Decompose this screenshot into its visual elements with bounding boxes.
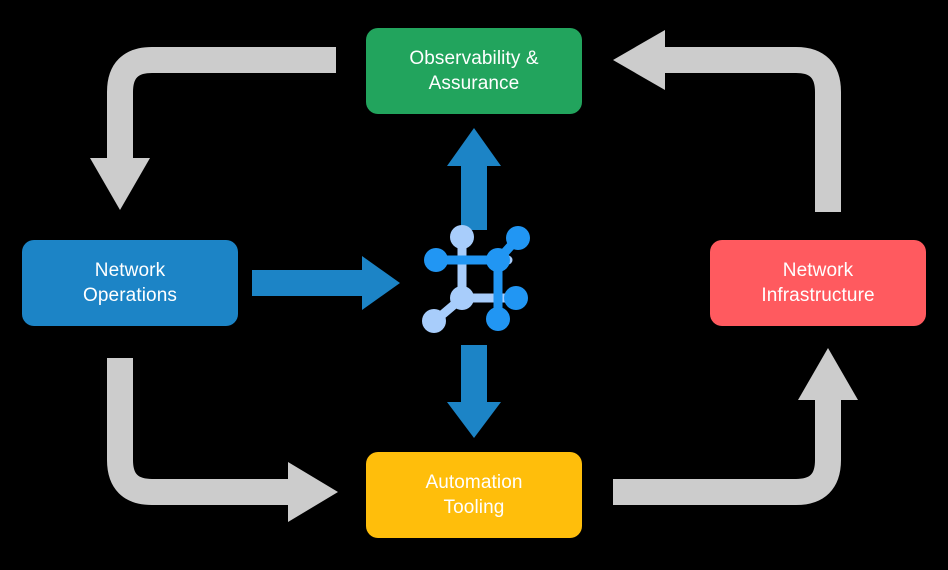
node-network-operations[interactable]: Network Operations <box>22 240 238 326</box>
node-network-infrastructure[interactable]: Network Infrastructure <box>710 240 926 326</box>
connector-center-to-automation <box>447 345 501 438</box>
connector-automation-to-infrastructure <box>613 348 858 505</box>
topology-nodes-dark <box>424 226 530 331</box>
node-observability-assurance[interactable]: Observability & Assurance <box>366 28 582 114</box>
node-automation-tooling[interactable]: Automation Tooling <box>366 452 582 538</box>
connector-infrastructure-to-observability <box>613 30 841 212</box>
connector-observability-to-ops <box>90 47 336 210</box>
connector-ops-to-automation <box>107 358 338 522</box>
connector-ops-to-center <box>252 256 400 310</box>
network-topology-icon <box>422 225 530 333</box>
connector-center-to-observability <box>447 128 501 230</box>
topology-nodes-light <box>422 225 474 333</box>
